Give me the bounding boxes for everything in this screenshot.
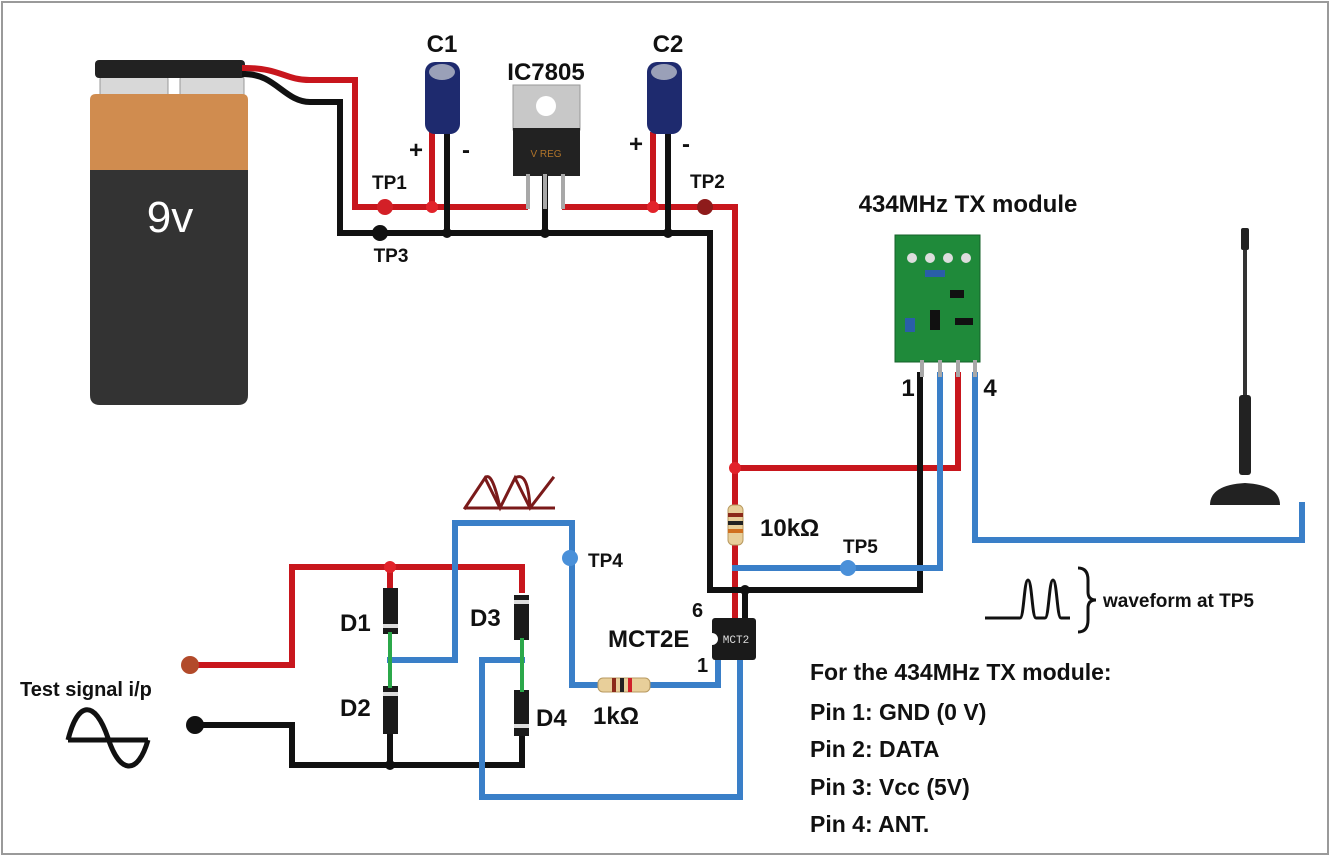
label-opto-pin1: 1 xyxy=(697,655,708,677)
rectified-waveform-base xyxy=(465,475,555,510)
resistor-1k xyxy=(597,677,651,693)
resistor-10k xyxy=(727,504,744,546)
pin-info: For the 434MHz TX module: Pin 1: GND (0 … xyxy=(810,659,1112,837)
label-c2-minus: - xyxy=(682,131,690,158)
antenna xyxy=(1210,228,1280,505)
signal-wires xyxy=(387,372,1305,800)
battery-top xyxy=(90,94,248,170)
label-tp4: TP4 xyxy=(588,551,623,572)
label-c1-minus: - xyxy=(462,137,470,164)
label-c2-plus: + xyxy=(629,131,643,158)
label-c1-plus: + xyxy=(409,137,423,164)
label-tx-pin1: 1 xyxy=(901,375,914,402)
label-r10k: 10kΩ xyxy=(760,515,819,542)
label-tp5: TP5 xyxy=(843,537,878,558)
label-tp2: TP2 xyxy=(690,172,725,193)
capacitor-c2 xyxy=(647,62,682,134)
tx-module xyxy=(894,234,981,377)
brace-icon xyxy=(1077,566,1097,634)
label-c1: C1 xyxy=(427,31,458,58)
label-c2: C2 xyxy=(653,31,684,58)
tp3-dot xyxy=(372,225,388,241)
label-opto-pin6: 6 xyxy=(692,600,703,622)
junctions xyxy=(181,199,856,770)
optocoupler-mct2e: MCT2 xyxy=(712,618,756,660)
tp1-dot xyxy=(377,199,393,215)
label-d3: D3 xyxy=(470,605,501,632)
ground-wires xyxy=(192,70,923,768)
pulse-waveform-icon xyxy=(985,578,1070,620)
label-r1k: 1kΩ xyxy=(593,703,639,730)
pin-info-item: Pin 2: DATA xyxy=(810,736,939,762)
pin-info-item: Pin 4: ANT. xyxy=(810,811,929,837)
label-d4: D4 xyxy=(536,705,567,732)
diodes xyxy=(383,588,529,736)
label-ic7805: IC7805 xyxy=(507,59,584,86)
battery-clip xyxy=(95,60,245,78)
tp5-dot xyxy=(840,560,856,576)
ic-marking: V REG xyxy=(530,149,561,160)
diode-d4 xyxy=(514,690,529,736)
label-tx-pin4: 4 xyxy=(983,375,997,402)
label-test-signal: Test signal i/p xyxy=(20,679,152,701)
battery-label: 9v xyxy=(147,193,193,242)
tp2-dot xyxy=(697,199,713,215)
battery-9v: 9v xyxy=(90,60,248,405)
pin-info-title: For the 434MHz TX module: xyxy=(810,659,1112,685)
input-terminal-ground xyxy=(186,716,204,734)
diode-d2 xyxy=(383,686,398,734)
regulator-ic7805: V REG xyxy=(512,84,581,209)
label-d1: D1 xyxy=(340,610,371,637)
battery-body xyxy=(90,170,248,405)
label-tp3: TP3 xyxy=(374,246,409,267)
opto-marking: MCT2 xyxy=(723,635,749,647)
input-terminal-positive xyxy=(181,656,199,674)
label-mct2e: MCT2E xyxy=(608,626,689,653)
label-tp1: TP1 xyxy=(372,173,407,194)
label-d2: D2 xyxy=(340,695,371,722)
pin-info-item: Pin 1: GND (0 V) xyxy=(810,699,986,725)
label-tx-module: 434MHz TX module xyxy=(859,191,1078,218)
label-waveform-tp5: waveform at TP5 xyxy=(1102,591,1254,612)
capacitor-c1 xyxy=(425,62,460,134)
pin-info-item: Pin 3: Vcc (5V) xyxy=(810,774,970,800)
diode-d3 xyxy=(514,595,529,640)
tp4-dot xyxy=(562,550,578,566)
diode-d1 xyxy=(383,588,398,634)
rectified-waveform-icon xyxy=(462,474,556,512)
